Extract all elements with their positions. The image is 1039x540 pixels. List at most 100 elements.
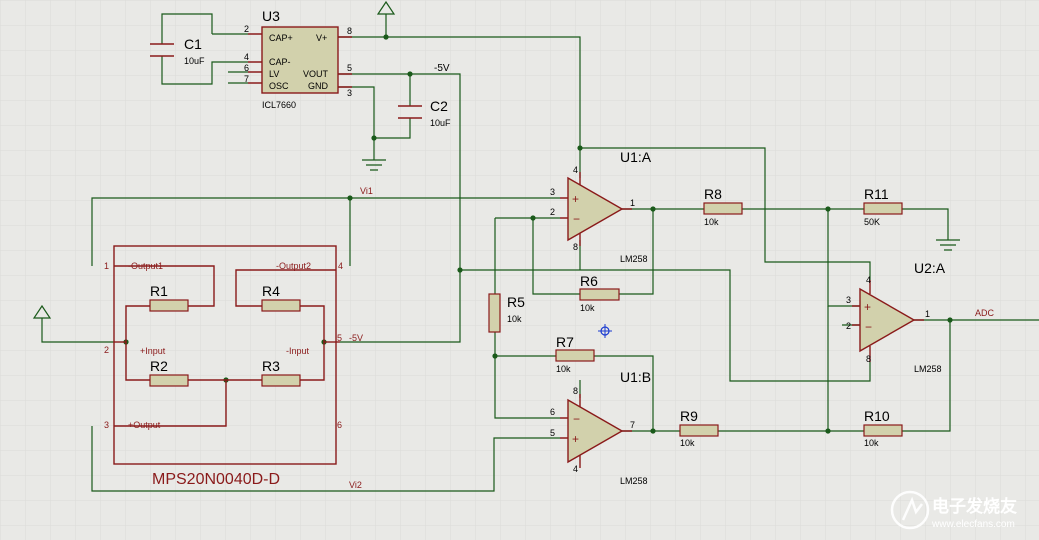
resistor-r9[interactable]: R9 10k [679, 408, 719, 448]
c1-ref: C1 [184, 36, 202, 52]
opamp-minus-icon: − [573, 212, 580, 226]
ground-icon [362, 159, 386, 171]
resistor-r5[interactable]: R5 10k [488, 293, 525, 333]
u3-pin-num-4: 4 [244, 52, 249, 62]
capacitor-c1[interactable]: C1 10uF [150, 36, 205, 66]
r5-ref: R5 [507, 294, 525, 310]
pressure-sensor[interactable]: 1 2 3 4 5 6 -Output1 -Output2 +Input -In… [104, 245, 363, 488]
power-arrow-icon [32, 304, 52, 319]
u2a-pin-3: 3 [846, 295, 851, 305]
u3-pin-vout: VOUT [303, 69, 329, 79]
r9-ref: R9 [680, 408, 698, 424]
sensor-pin-2: 2 [104, 345, 109, 355]
u3-pin-num-5: 5 [347, 63, 352, 73]
u3-pin-gnd: GND [308, 81, 329, 91]
u1b-pin-7: 7 [630, 420, 635, 430]
resistor-r11[interactable]: R11 50K [863, 186, 903, 227]
u1a-pin-4: 4 [573, 165, 578, 175]
ground-icon [936, 239, 960, 251]
wires [41, 13, 1039, 492]
sensor-r3: R3 [262, 358, 280, 374]
r10-ref: R10 [864, 408, 890, 424]
sensor-pin-1: 1 [104, 261, 109, 271]
c2-ref: C2 [430, 98, 448, 114]
port-minus-input: -Input [286, 346, 310, 356]
r11-ref: R11 [864, 186, 889, 202]
r8-value: 10k [704, 217, 719, 227]
u3-pin-num-7: 7 [244, 74, 249, 84]
u3-pin-num-8: 8 [347, 26, 352, 36]
opamp-plus-icon: + [572, 432, 579, 446]
r6-ref: R6 [580, 273, 598, 289]
u1b-pin-4: 4 [573, 464, 578, 474]
opamp-u1a[interactable]: + − U1:A LM258 3 2 1 4 8 [550, 149, 652, 264]
u3-value: ICL7660 [262, 100, 296, 110]
u1a-value: LM258 [620, 254, 648, 264]
resistor-r10[interactable]: R10 10k [863, 408, 903, 448]
u1b-value: LM258 [620, 476, 648, 486]
port-minus-5v: -5V [349, 333, 363, 343]
minus-5v-label: -5V [434, 63, 450, 74]
power-arrow-icon [376, 0, 396, 15]
u2a-pin-8: 8 [866, 354, 871, 364]
net-vi2: Vi2 [349, 480, 362, 490]
port-plus-output: +Output [128, 420, 161, 430]
u1b-pin-8: 8 [573, 386, 578, 396]
u2a-pin-4: 4 [866, 275, 871, 285]
opamp-u2a[interactable]: + − U2:A LM258 3 2 1 4 8 [846, 260, 946, 374]
u1a-ref: U1:A [620, 149, 652, 165]
u1a-pin-8: 8 [573, 242, 578, 252]
u3-pin-vplus: V+ [316, 33, 327, 43]
opamp-minus-icon: − [865, 320, 872, 334]
u3-pin-num-3: 3 [347, 88, 352, 98]
crosshair-cursor-icon [598, 324, 612, 338]
net-vi1: Vi1 [360, 186, 373, 196]
opamp-plus-icon: + [864, 300, 871, 314]
opamp-plus-icon: + [572, 192, 579, 206]
net-adc: ADC [975, 308, 995, 318]
watermark-text: 电子发烧友 [932, 496, 1017, 516]
u3-pin-cap-minus: CAP- [269, 57, 291, 67]
sensor-pin-4: 4 [338, 261, 343, 271]
watermark-url: www.elecfans.com [931, 519, 1015, 530]
sensor-pin-6: 6 [337, 420, 342, 430]
resistor-r7[interactable]: R7 10k [555, 334, 595, 374]
u1b-pin-6: 6 [550, 407, 555, 417]
opamp-u1b[interactable]: − + U1:B LM258 6 5 7 8 4 [550, 369, 651, 486]
u1a-pin-1: 1 [630, 198, 635, 208]
sensor-r4: R4 [262, 283, 280, 299]
port-plus-input: +Input [140, 346, 166, 356]
u2a-pin-1: 1 [925, 309, 930, 319]
capacitor-c2[interactable]: C2 10uF [398, 98, 451, 128]
u1a-pin-2: 2 [550, 207, 555, 217]
resistor-r6[interactable]: R6 10k [579, 273, 620, 313]
u1b-pin-5: 5 [550, 428, 555, 438]
u3-pin-num-6: 6 [244, 63, 249, 73]
u3-pin-num-2: 2 [244, 24, 249, 34]
ic-u3[interactable]: U3 ICL7660 CAP+ CAP- LV OSC V+ VOUT GND … [244, 8, 352, 110]
watermark: 电子发烧友 www.elecfans.com [890, 490, 1017, 530]
sensor-r1: R1 [150, 283, 168, 299]
u2a-value: LM258 [914, 364, 942, 374]
opamp-minus-icon: − [573, 412, 580, 426]
c1-value: 10uF [184, 56, 205, 66]
r8-ref: R8 [704, 186, 722, 202]
resistor-r8[interactable]: R8 10k [703, 186, 743, 227]
sensor-r2: R2 [150, 358, 168, 374]
u1a-pin-3: 3 [550, 187, 555, 197]
u3-pin-cap-plus: CAP+ [269, 33, 293, 43]
u3-pin-lv: LV [269, 69, 279, 79]
r6-value: 10k [580, 303, 595, 313]
sensor-pin-5: 5 [337, 333, 342, 343]
r7-ref: R7 [556, 334, 574, 350]
r7-value: 10k [556, 364, 571, 374]
u1b-ref: U1:B [620, 369, 651, 385]
sensor-name: MPS20N0040D-D [152, 471, 280, 488]
u2a-pin-2: 2 [846, 321, 851, 331]
u3-ref: U3 [262, 8, 280, 24]
r11-value: 50K [864, 217, 880, 227]
sensor-pin-3: 3 [104, 420, 109, 430]
u3-pin-osc: OSC [269, 81, 289, 91]
r5-value: 10k [507, 314, 522, 324]
